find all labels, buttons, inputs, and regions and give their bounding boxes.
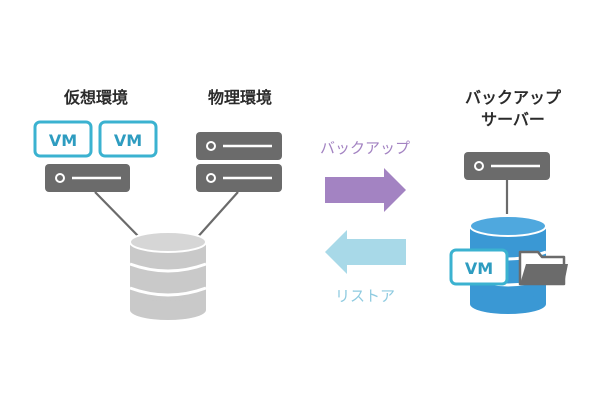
- server-stack-icon: [196, 132, 282, 192]
- database-icon: [129, 231, 207, 320]
- backup-arrow-icon: [325, 168, 406, 212]
- vm-label-3: VM: [465, 259, 493, 278]
- connector-virtual: [94, 191, 143, 241]
- connector-physical: [194, 191, 239, 241]
- vm-box-3: VM: [449, 248, 509, 286]
- vm-label-2: VM: [114, 131, 142, 150]
- virtual-environment-label: 仮想環境: [63, 88, 128, 107]
- folder-icon: [518, 250, 568, 286]
- vm-box-2: VM: [98, 120, 158, 158]
- physical-environment-label: 物理環境: [207, 88, 272, 107]
- backup-server-label-line1: バックアップ: [464, 88, 561, 107]
- restore-arrow-icon: [325, 230, 406, 274]
- backup-arrow-label: バックアップ: [319, 139, 410, 157]
- backup-server-icon: [464, 152, 550, 180]
- vm-label-1: VM: [49, 131, 77, 150]
- vm-box-1: VM: [33, 120, 93, 158]
- backup-server-label-line2: サーバー: [481, 110, 545, 129]
- restore-arrow-label: リストア: [334, 287, 395, 305]
- server-icon: [45, 164, 130, 192]
